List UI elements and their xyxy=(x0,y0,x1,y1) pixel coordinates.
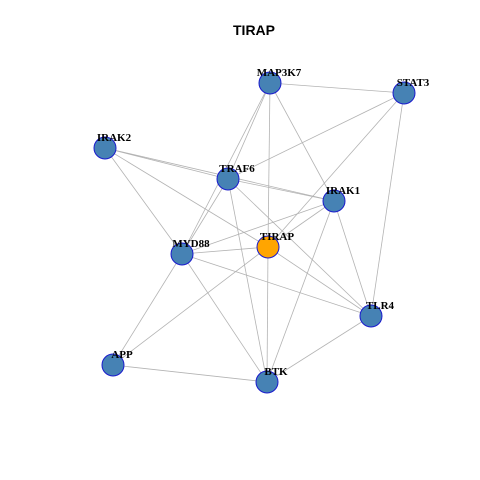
node-tirap[interactable]: TIRAP xyxy=(256,231,295,259)
node-circle-stat3[interactable] xyxy=(392,81,416,105)
node-traf6[interactable]: TRAF6 xyxy=(216,163,255,191)
node-label-tirap: TIRAP xyxy=(260,231,295,243)
edge-irak2-myd88 xyxy=(104,147,183,255)
node-label-traf6: TRAF6 xyxy=(219,163,255,175)
edge-tirap-tlr4 xyxy=(267,246,372,317)
node-circle-irak2[interactable] xyxy=(93,136,117,160)
graph-title: TIRAP xyxy=(233,22,275,38)
edge-stat3-traf6 xyxy=(227,92,405,180)
node-circle-myd88[interactable] xyxy=(170,242,194,266)
node-app[interactable]: APP xyxy=(101,349,133,377)
node-irak1[interactable]: IRAK1 xyxy=(322,185,360,213)
node-label-btk: BTK xyxy=(264,366,288,378)
edge-traf6-myd88 xyxy=(181,178,229,255)
edge-irak2-tirap xyxy=(104,147,269,248)
edge-myd88-btk xyxy=(181,253,268,383)
node-circle-traf6[interactable] xyxy=(216,167,240,191)
edge-tlr4-btk xyxy=(266,315,372,383)
node-stat3[interactable]: STAT3 xyxy=(392,77,430,105)
node-circle-irak1[interactable] xyxy=(322,189,346,213)
edge-stat3-tirap xyxy=(267,92,405,248)
node-btk[interactable]: BTK xyxy=(255,366,288,394)
edge-stat3-tlr4 xyxy=(370,92,405,317)
node-label-map3k7: MAP3K7 xyxy=(257,67,302,79)
edges-layer xyxy=(104,82,405,383)
node-circle-app[interactable] xyxy=(101,353,125,377)
node-map3k7[interactable]: MAP3K7 xyxy=(257,67,302,95)
edge-myd88-tlr4 xyxy=(181,253,372,317)
node-circle-tirap[interactable] xyxy=(256,235,280,259)
node-label-myd88: MYD88 xyxy=(172,238,210,250)
edge-myd88-tirap xyxy=(181,246,269,255)
node-label-irak2: IRAK2 xyxy=(97,132,132,144)
node-circle-tlr4[interactable] xyxy=(359,304,383,328)
edge-irak2-traf6 xyxy=(104,147,229,180)
edge-map3k7-irak1 xyxy=(269,82,335,202)
edge-irak1-btk xyxy=(266,200,335,383)
edge-map3k7-traf6 xyxy=(227,82,271,180)
node-circle-btk[interactable] xyxy=(255,370,279,394)
node-tlr4[interactable]: TLR4 xyxy=(359,300,395,328)
node-myd88[interactable]: MYD88 xyxy=(170,238,210,266)
edge-irak1-myd88 xyxy=(181,200,335,255)
node-circle-map3k7[interactable] xyxy=(258,71,282,95)
edge-app-btk xyxy=(112,364,268,383)
edge-traf6-tlr4 xyxy=(227,178,372,317)
edge-traf6-irak1 xyxy=(227,178,335,202)
edge-irak1-tlr4 xyxy=(333,200,372,317)
edge-map3k7-stat3 xyxy=(269,82,405,94)
edge-traf6-btk xyxy=(227,178,268,383)
edge-myd88-app xyxy=(112,253,183,366)
edge-irak1-tirap xyxy=(267,200,335,248)
edge-map3k7-tirap xyxy=(267,82,271,248)
node-label-tlr4: TLR4 xyxy=(366,300,395,312)
edge-tirap-btk xyxy=(266,246,269,383)
node-label-stat3: STAT3 xyxy=(397,77,430,89)
node-label-irak1: IRAK1 xyxy=(326,185,360,197)
node-irak2[interactable]: IRAK2 xyxy=(93,132,132,160)
node-label-app: APP xyxy=(111,349,133,361)
edge-tirap-app xyxy=(112,246,269,366)
